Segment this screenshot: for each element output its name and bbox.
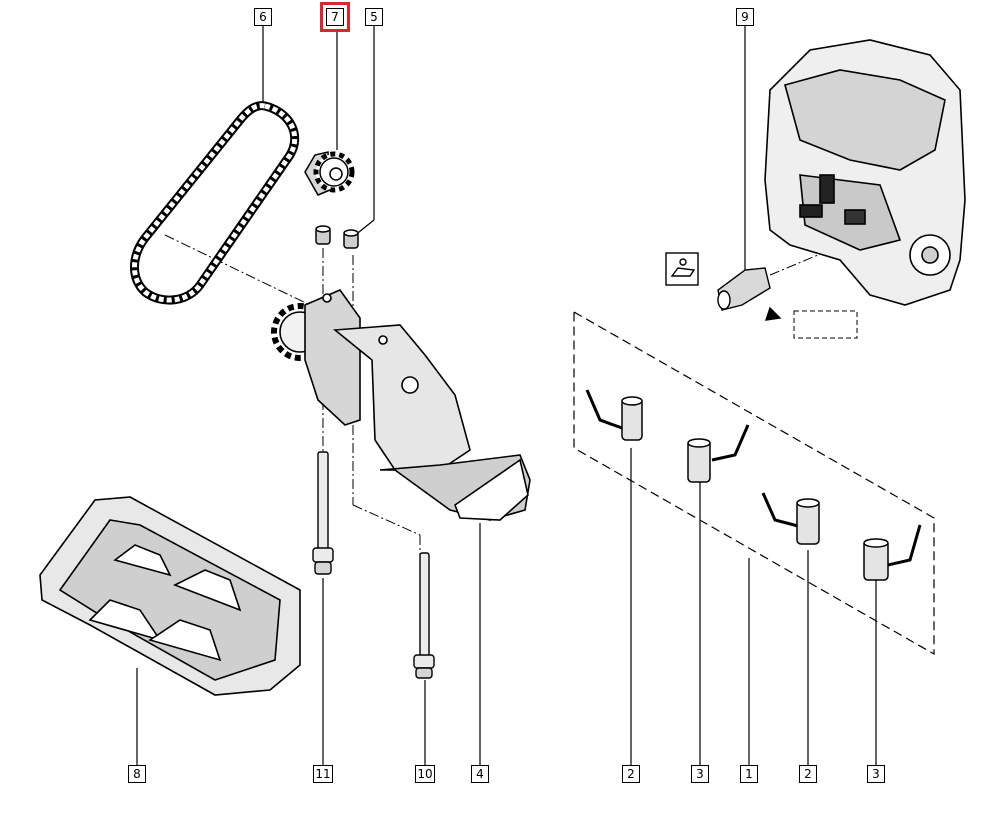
callout-7-highlighted[interactable]: 7 (320, 2, 350, 32)
engine-block (764, 39, 966, 306)
small-sprocket (304, 151, 355, 196)
callout-10[interactable]: 10 (415, 765, 435, 783)
callout-3[interactable]: 3 (867, 765, 885, 783)
kit-outline (573, 310, 935, 656)
timing-chain (130, 101, 300, 305)
callout-4[interactable]: 4 (471, 765, 489, 783)
callout-1[interactable]: 1 (740, 765, 758, 783)
callout-2[interactable]: 2 (799, 765, 817, 783)
callout-6[interactable]: 6 (254, 8, 272, 26)
blank-label-box (793, 310, 858, 339)
callout-8[interactable]: 8 (128, 765, 146, 783)
leader-lines (136, 26, 877, 765)
bolts (312, 451, 435, 679)
baffle-tray (39, 496, 301, 696)
callout-9[interactable]: 9 (736, 8, 754, 26)
bushings (315, 225, 359, 249)
callout-11[interactable]: 11 (313, 765, 333, 783)
callout-2[interactable]: 2 (622, 765, 640, 783)
oil-pump (271, 289, 531, 521)
plunger-kit (585, 389, 922, 581)
oil-pressure-switch (665, 252, 782, 321)
callout-3[interactable]: 3 (691, 765, 709, 783)
callout-5[interactable]: 5 (365, 8, 383, 26)
